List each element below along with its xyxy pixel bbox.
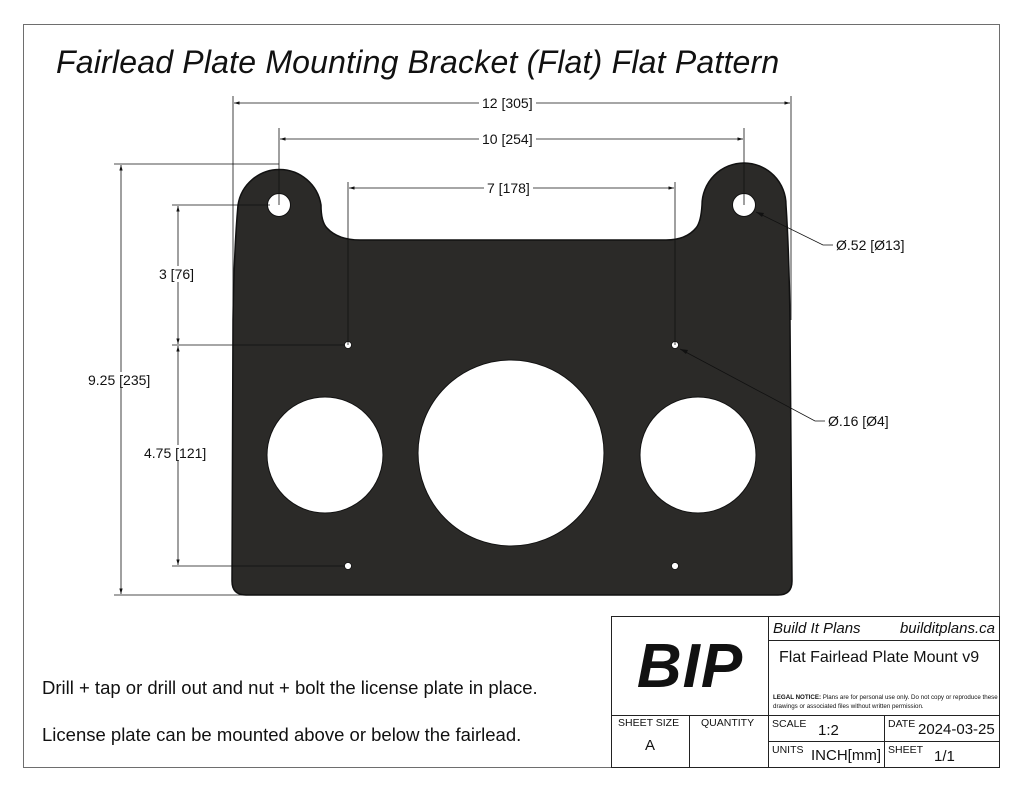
- company-website: builditplans.ca: [899, 620, 995, 637]
- scale-label: SCALE: [772, 718, 807, 730]
- quantity-label: QUANTITY: [701, 717, 755, 729]
- company-name: Build It Plans: [773, 620, 861, 637]
- company-row: Build It Plans builditplans.ca: [769, 617, 999, 641]
- dim-ear-hole-diameter: Ø.52 [Ø13]: [833, 237, 908, 253]
- dim-plate-hole-spacing: 7 [178]: [484, 180, 533, 196]
- sheet-size-label: SHEET SIZE: [618, 717, 680, 729]
- mount-hole-lr: [671, 562, 679, 570]
- units-value: INCH[mm]: [811, 747, 881, 764]
- scale-value: 1:2: [818, 722, 839, 739]
- quantity-cell: QUANTITY: [690, 716, 769, 767]
- units-label: UNITS: [772, 744, 804, 756]
- part-name-cell: Flat Fairlead Plate Mount v9 LEGAL NOTIC…: [769, 641, 999, 716]
- note-mounting: Drill + tap or drill out and nut + bolt …: [42, 677, 538, 698]
- part-name: Flat Fairlead Plate Mount v9: [779, 649, 980, 666]
- sheet-value: 1/1: [934, 748, 955, 765]
- dim-overall-height: 9.25 [235]: [85, 372, 154, 388]
- date-label: DATE: [888, 718, 916, 730]
- sheet-cell: SHEET 1/1: [885, 742, 999, 767]
- sheet-size-cell: SHEET SIZE A: [612, 716, 690, 767]
- legal-notice-label: LEGAL NOTICE:: [773, 694, 822, 701]
- note-orientation: License plate can be mounted above or be…: [42, 724, 522, 745]
- dim-overall-width: 12 [305]: [479, 95, 536, 111]
- sheet-size-value: A: [645, 737, 656, 754]
- cutout-left: [266, 396, 384, 514]
- dim-upper-to-lower-holes: 4.75 [121]: [141, 445, 210, 461]
- dim-plate-hole-diameter: Ø.16 [Ø4]: [825, 413, 892, 429]
- title-block: BIP Build It Plans builditplans.ca Flat …: [611, 616, 1000, 768]
- date-value: 2024-03-25: [918, 721, 995, 738]
- legal-notice: LEGAL NOTICE: Plans are for personal use…: [773, 693, 998, 711]
- cutout-center: [417, 359, 605, 547]
- dim-ear-hole-spacing: 10 [254]: [479, 131, 536, 147]
- dim-ear-to-upper-holes: 3 [76]: [156, 266, 198, 282]
- drawing-title: Fairlead Plate Mounting Bracket (Flat) F…: [56, 44, 780, 80]
- mount-hole-ll: [344, 562, 352, 570]
- cutout-right: [639, 396, 757, 514]
- date-cell: DATE 2024-03-25: [885, 716, 999, 742]
- logo: BIP: [612, 617, 769, 716]
- sheet-label: SHEET: [888, 744, 924, 756]
- legal-notice-text: Plans are for personal use only. Do not …: [773, 694, 998, 710]
- scale-cell: SCALE 1:2: [769, 716, 885, 742]
- units-cell: UNITS INCH[mm]: [769, 742, 885, 767]
- sheet-border: [23, 24, 1000, 768]
